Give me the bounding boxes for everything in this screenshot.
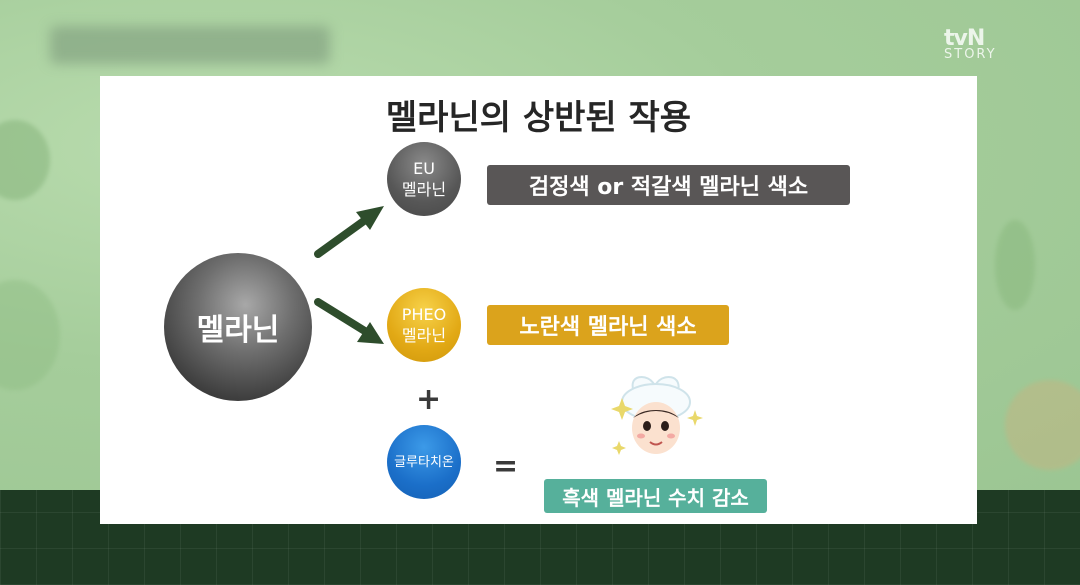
eu-line2: 멜라닌 — [401, 180, 447, 199]
plus-sign: + — [416, 382, 442, 417]
logo-bottom-text: STORY — [944, 47, 997, 62]
pheo-description-label: 노란색 멜라닌 색소 — [487, 305, 729, 345]
melanin-label: 멜라닌 — [196, 313, 280, 348]
glutathione-circle: 글루타치온 — [387, 425, 461, 499]
equals-sign: = — [493, 449, 519, 484]
decoration-vegetable — [1005, 380, 1080, 470]
arrow-head-pheo-icon — [357, 322, 384, 344]
eu-melanin-circle: EU 멜라닌 — [387, 142, 461, 216]
pheo-line2: 멜라닌 — [401, 326, 447, 345]
channel-logo: tvN STORY — [944, 26, 1024, 72]
arrow-to-eu-icon — [314, 214, 372, 258]
glutathione-label: 글루타치온 — [394, 454, 454, 470]
girl-towel-icon — [611, 376, 703, 455]
pheo-line1: PHEO — [401, 305, 447, 324]
melanin-circle: 멜라닌 — [164, 253, 312, 401]
slide-panel: 멜라닌의 상반된 작용 멜라닌 EU 멜라닌 검정색 or 적갈색 멜라닌 색소… — [100, 76, 977, 524]
eu-line1: EU — [413, 159, 435, 178]
blurred-caption — [50, 26, 330, 64]
arrow-head-eu-icon — [356, 206, 384, 230]
eu-description-label: 검정색 or 적갈색 멜라닌 색소 — [487, 165, 850, 205]
slide-title: 멜라닌의 상반된 작용 — [385, 98, 692, 138]
result-label: 흑색 멜라닌 수치 감소 — [544, 479, 767, 513]
pheo-melanin-circle: PHEO 멜라닌 — [387, 288, 461, 362]
logo-top-text: tvN — [944, 26, 985, 51]
arrows-layer — [314, 206, 384, 344]
arrow-to-pheo-icon — [314, 298, 372, 337]
decoration-vegetable — [995, 220, 1035, 310]
